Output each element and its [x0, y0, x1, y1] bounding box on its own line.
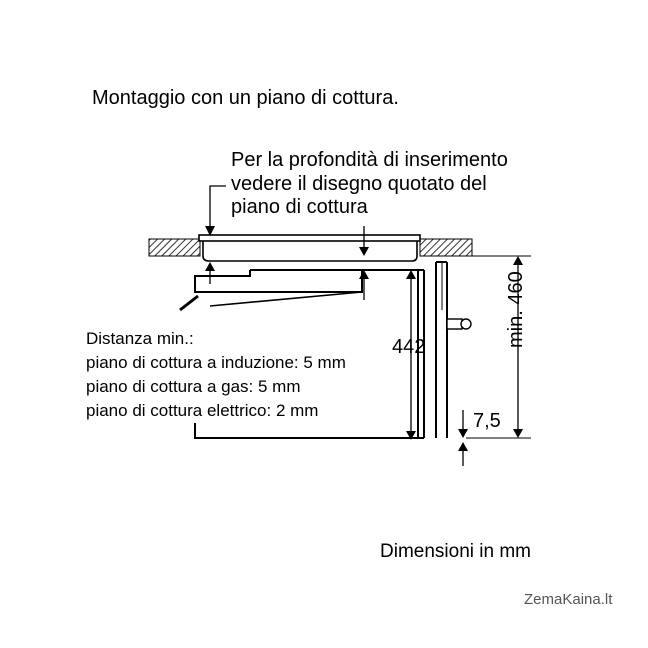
- countertop-left: [148, 238, 201, 257]
- oven-outline: [194, 261, 448, 439]
- distance-gas: piano di cottura a gas: 5 mm: [86, 377, 301, 396]
- oven-knob: [446, 318, 463, 330]
- hob-outline: [198, 234, 421, 262]
- units-caption: Dimensioni in mm: [380, 541, 531, 562]
- distance-heading: Distanza min.:: [86, 329, 194, 348]
- note-line-1: Per la profondità di inserimento: [231, 149, 508, 171]
- dimension-442-label: 442: [392, 336, 426, 358]
- dimension-460-label: min. 460: [505, 271, 527, 348]
- dimension-7-5-arrows: [458, 410, 468, 466]
- distance-electric: piano di cottura elettrico: 2 mm: [86, 401, 319, 420]
- watermark: ZemaKaina.lt: [524, 591, 613, 608]
- diagram-title: Montaggio con un piano di cottura.: [92, 87, 399, 109]
- countertop-right: [419, 238, 473, 257]
- note-line-2: vedere il disegno quotato del: [231, 173, 487, 195]
- dimension-7-5-label: 7,5: [473, 410, 501, 432]
- distance-induction: piano di cottura a induzione: 5 mm: [86, 353, 346, 372]
- note-line-3: piano di cottura: [231, 196, 368, 218]
- dimension-460-arrow: [513, 256, 523, 438]
- dimension-442-arrow: [406, 270, 416, 440]
